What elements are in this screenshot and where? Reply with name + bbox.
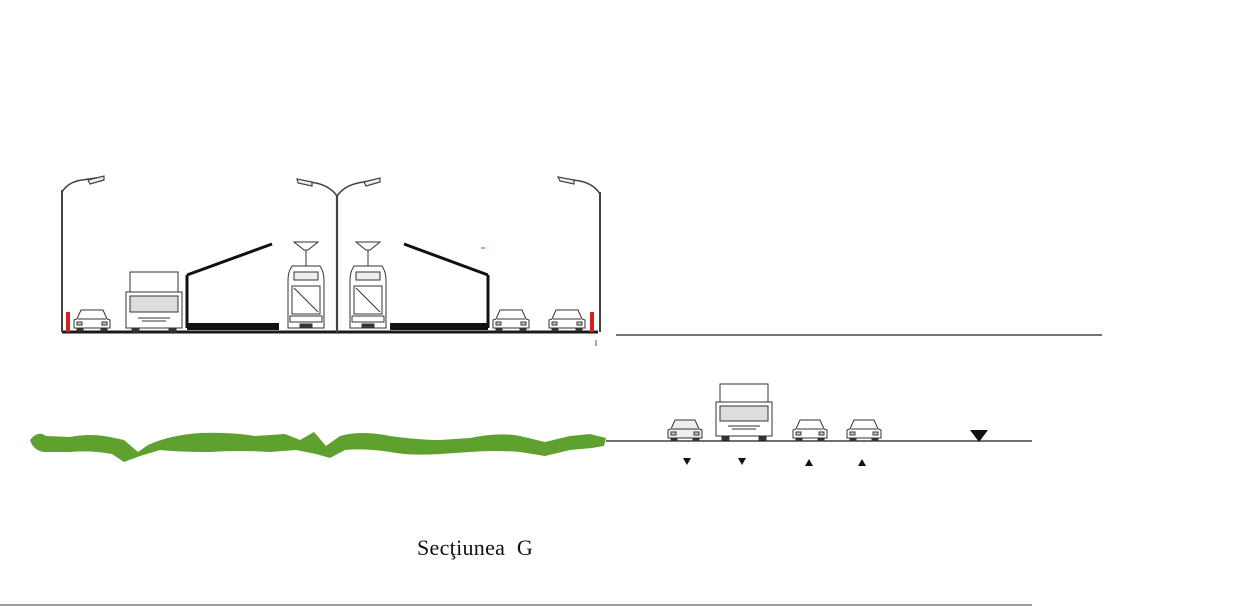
street-lamp-icon bbox=[296, 177, 381, 332]
vegetation-band bbox=[30, 432, 606, 462]
noise-screen-right bbox=[390, 242, 490, 330]
water-level-icon bbox=[970, 430, 988, 442]
bus-icon bbox=[125, 271, 183, 333]
car-icon bbox=[73, 309, 111, 332]
bus-icon bbox=[715, 383, 773, 441]
upper-deck bbox=[62, 330, 1102, 346]
tram-icon bbox=[349, 241, 387, 329]
street-lamp-icon bbox=[61, 175, 105, 332]
car-icon bbox=[667, 419, 703, 442]
safety-barrier-icon bbox=[590, 312, 594, 332]
safety-barrier-icon bbox=[66, 312, 70, 332]
car-icon bbox=[548, 309, 586, 332]
direction-arrow-icon bbox=[858, 459, 866, 466]
car-icon bbox=[792, 419, 828, 442]
direction-arrow-icon bbox=[683, 458, 691, 465]
tram-icon bbox=[287, 241, 325, 329]
car-icon bbox=[492, 309, 530, 332]
noise-screen-left bbox=[185, 242, 279, 330]
direction-arrow-icon bbox=[738, 458, 746, 465]
street-lamp-icon bbox=[556, 176, 601, 332]
section-caption: Secţiunea G bbox=[417, 535, 534, 560]
direction-arrow-icon bbox=[805, 459, 813, 466]
car-icon bbox=[846, 419, 882, 442]
